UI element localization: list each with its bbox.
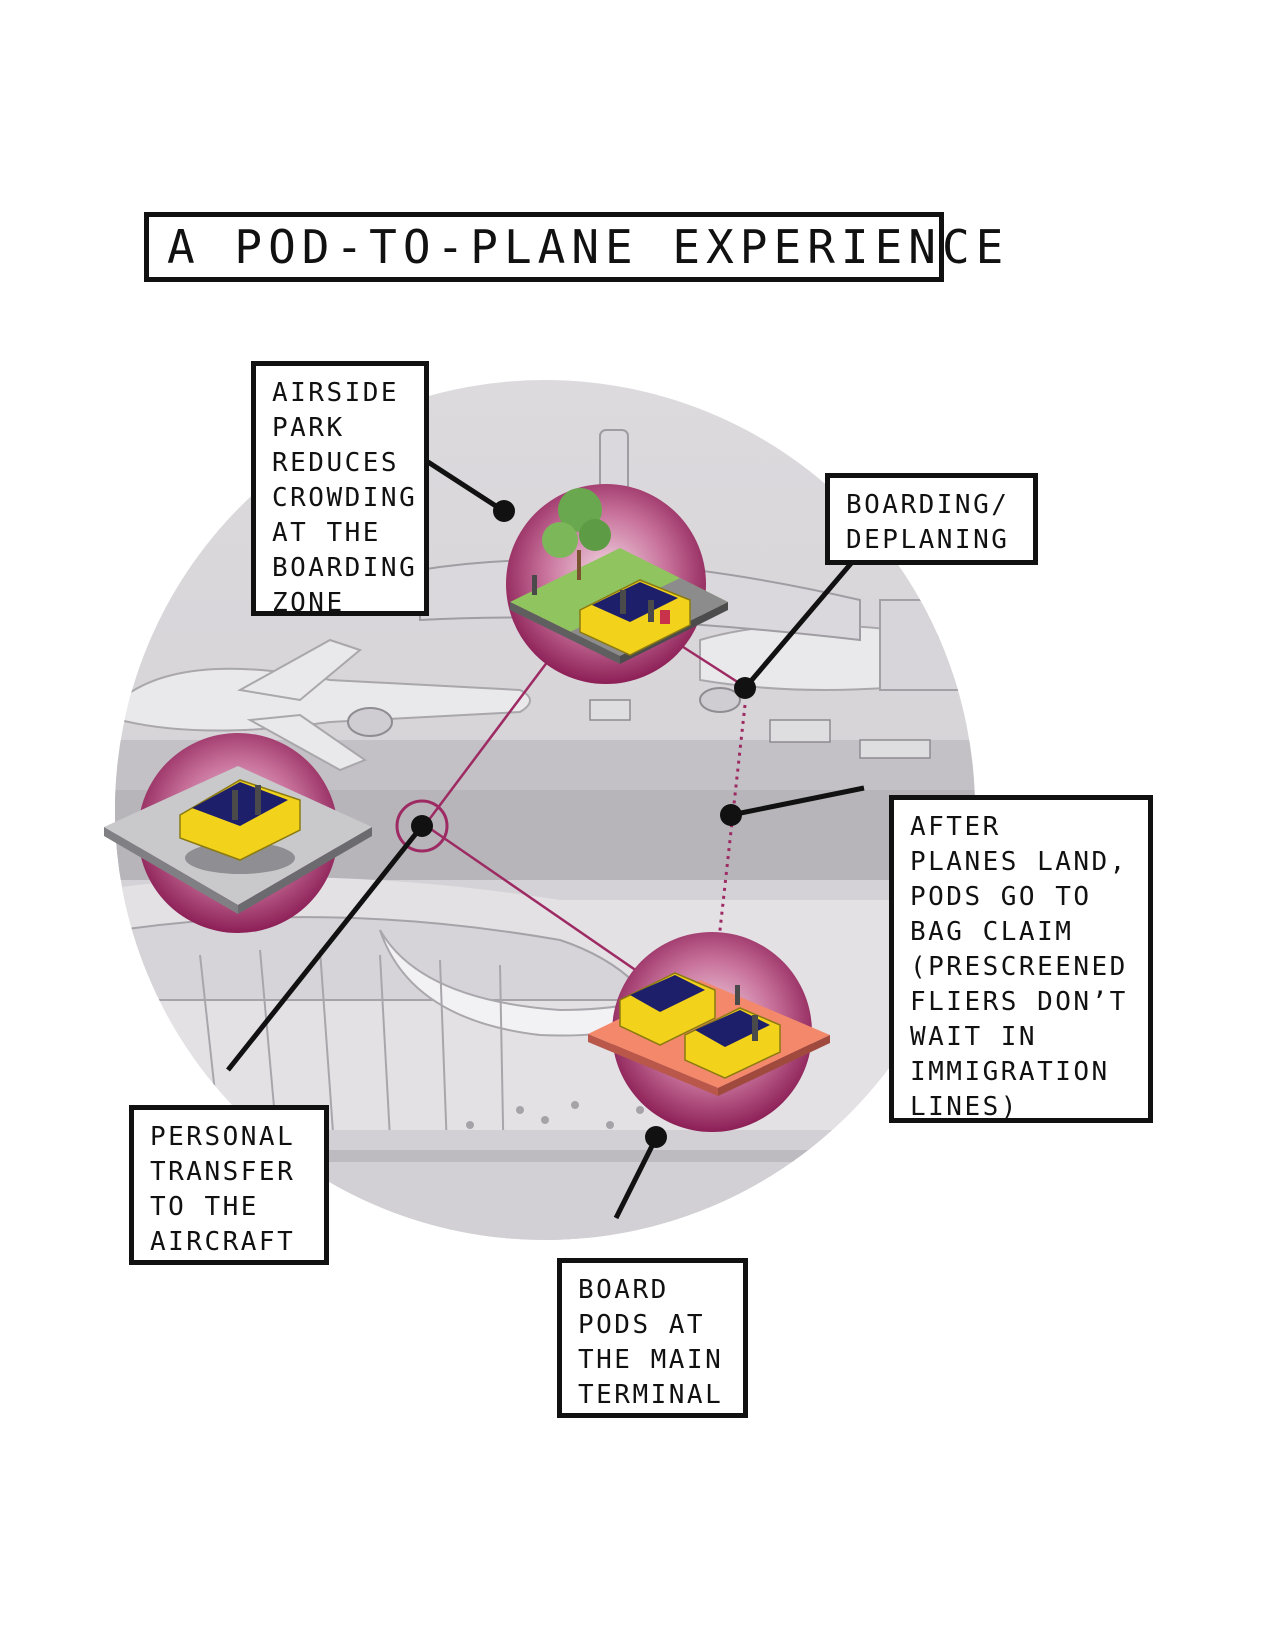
dotted-return-path [713, 704, 747, 976]
hub-ring [395, 799, 449, 853]
callout-line: (PRESCREENED [910, 952, 1128, 982]
terminal-pod-platform [588, 972, 830, 1096]
callout-line: THE MAIN [578, 1345, 724, 1375]
callout-personal-transfer: PERSONAL TRANSFER TO THE AIRCRAFT [129, 1105, 329, 1265]
callout-line: PODS GO TO [910, 882, 1092, 912]
callout-airside-park: AIRSIDE PARK REDUCES CROWDING AT THE BOA… [251, 361, 429, 618]
callout-line: TRANSFER [150, 1157, 296, 1187]
callout-line: AIRCRAFT [150, 1227, 296, 1257]
callout-line: CROWDING [272, 483, 418, 513]
callout-line: REDUCES [272, 448, 400, 478]
callout-line: PARK [272, 413, 345, 443]
callout-board-pods: BOARD PODS AT THE MAIN TERMINAL [557, 1258, 748, 1418]
callout-after-landing: AFTER PLANES LAND, PODS GO TO BAG CLAIM … [889, 795, 1153, 1123]
callout-line: BOARD [578, 1275, 669, 1305]
callout-line: TERMINAL [578, 1380, 724, 1410]
leader-dots [411, 500, 756, 1148]
callout-line: BOARDING [272, 553, 418, 583]
callout-line: ZONE [272, 588, 345, 618]
page-title: A POD-TO-PLANE EXPERIENCE [167, 220, 1010, 274]
title-box: A POD-TO-PLANE EXPERIENCE [144, 212, 1003, 282]
callout-line: BOARDING/ [846, 490, 1010, 520]
callout-line: BAG CLAIM [910, 917, 1074, 947]
callout-boarding: BOARDING/ DEPLANING [825, 473, 1038, 565]
leader-lines [226, 459, 867, 1220]
airside-park-platform [510, 488, 728, 664]
callout-line: AIRSIDE [272, 378, 400, 408]
callout-line: WAIT IN [910, 1022, 1038, 1052]
callout-line: FLIERS DON’T [910, 987, 1128, 1017]
callout-line: DEPLANING [846, 525, 1010, 555]
callout-line: PLANES LAND, [910, 847, 1128, 877]
transfer-pod-platform [104, 766, 372, 914]
callout-line: IMMIGRATION [910, 1057, 1110, 1087]
callout-line: LINES) [910, 1092, 1019, 1122]
callout-line: AT THE [272, 518, 381, 548]
callout-line: PERSONAL [150, 1122, 296, 1152]
callout-line: AFTER [910, 812, 1001, 842]
callout-line: TO THE [150, 1192, 259, 1222]
callout-line: PODS AT [578, 1310, 706, 1340]
